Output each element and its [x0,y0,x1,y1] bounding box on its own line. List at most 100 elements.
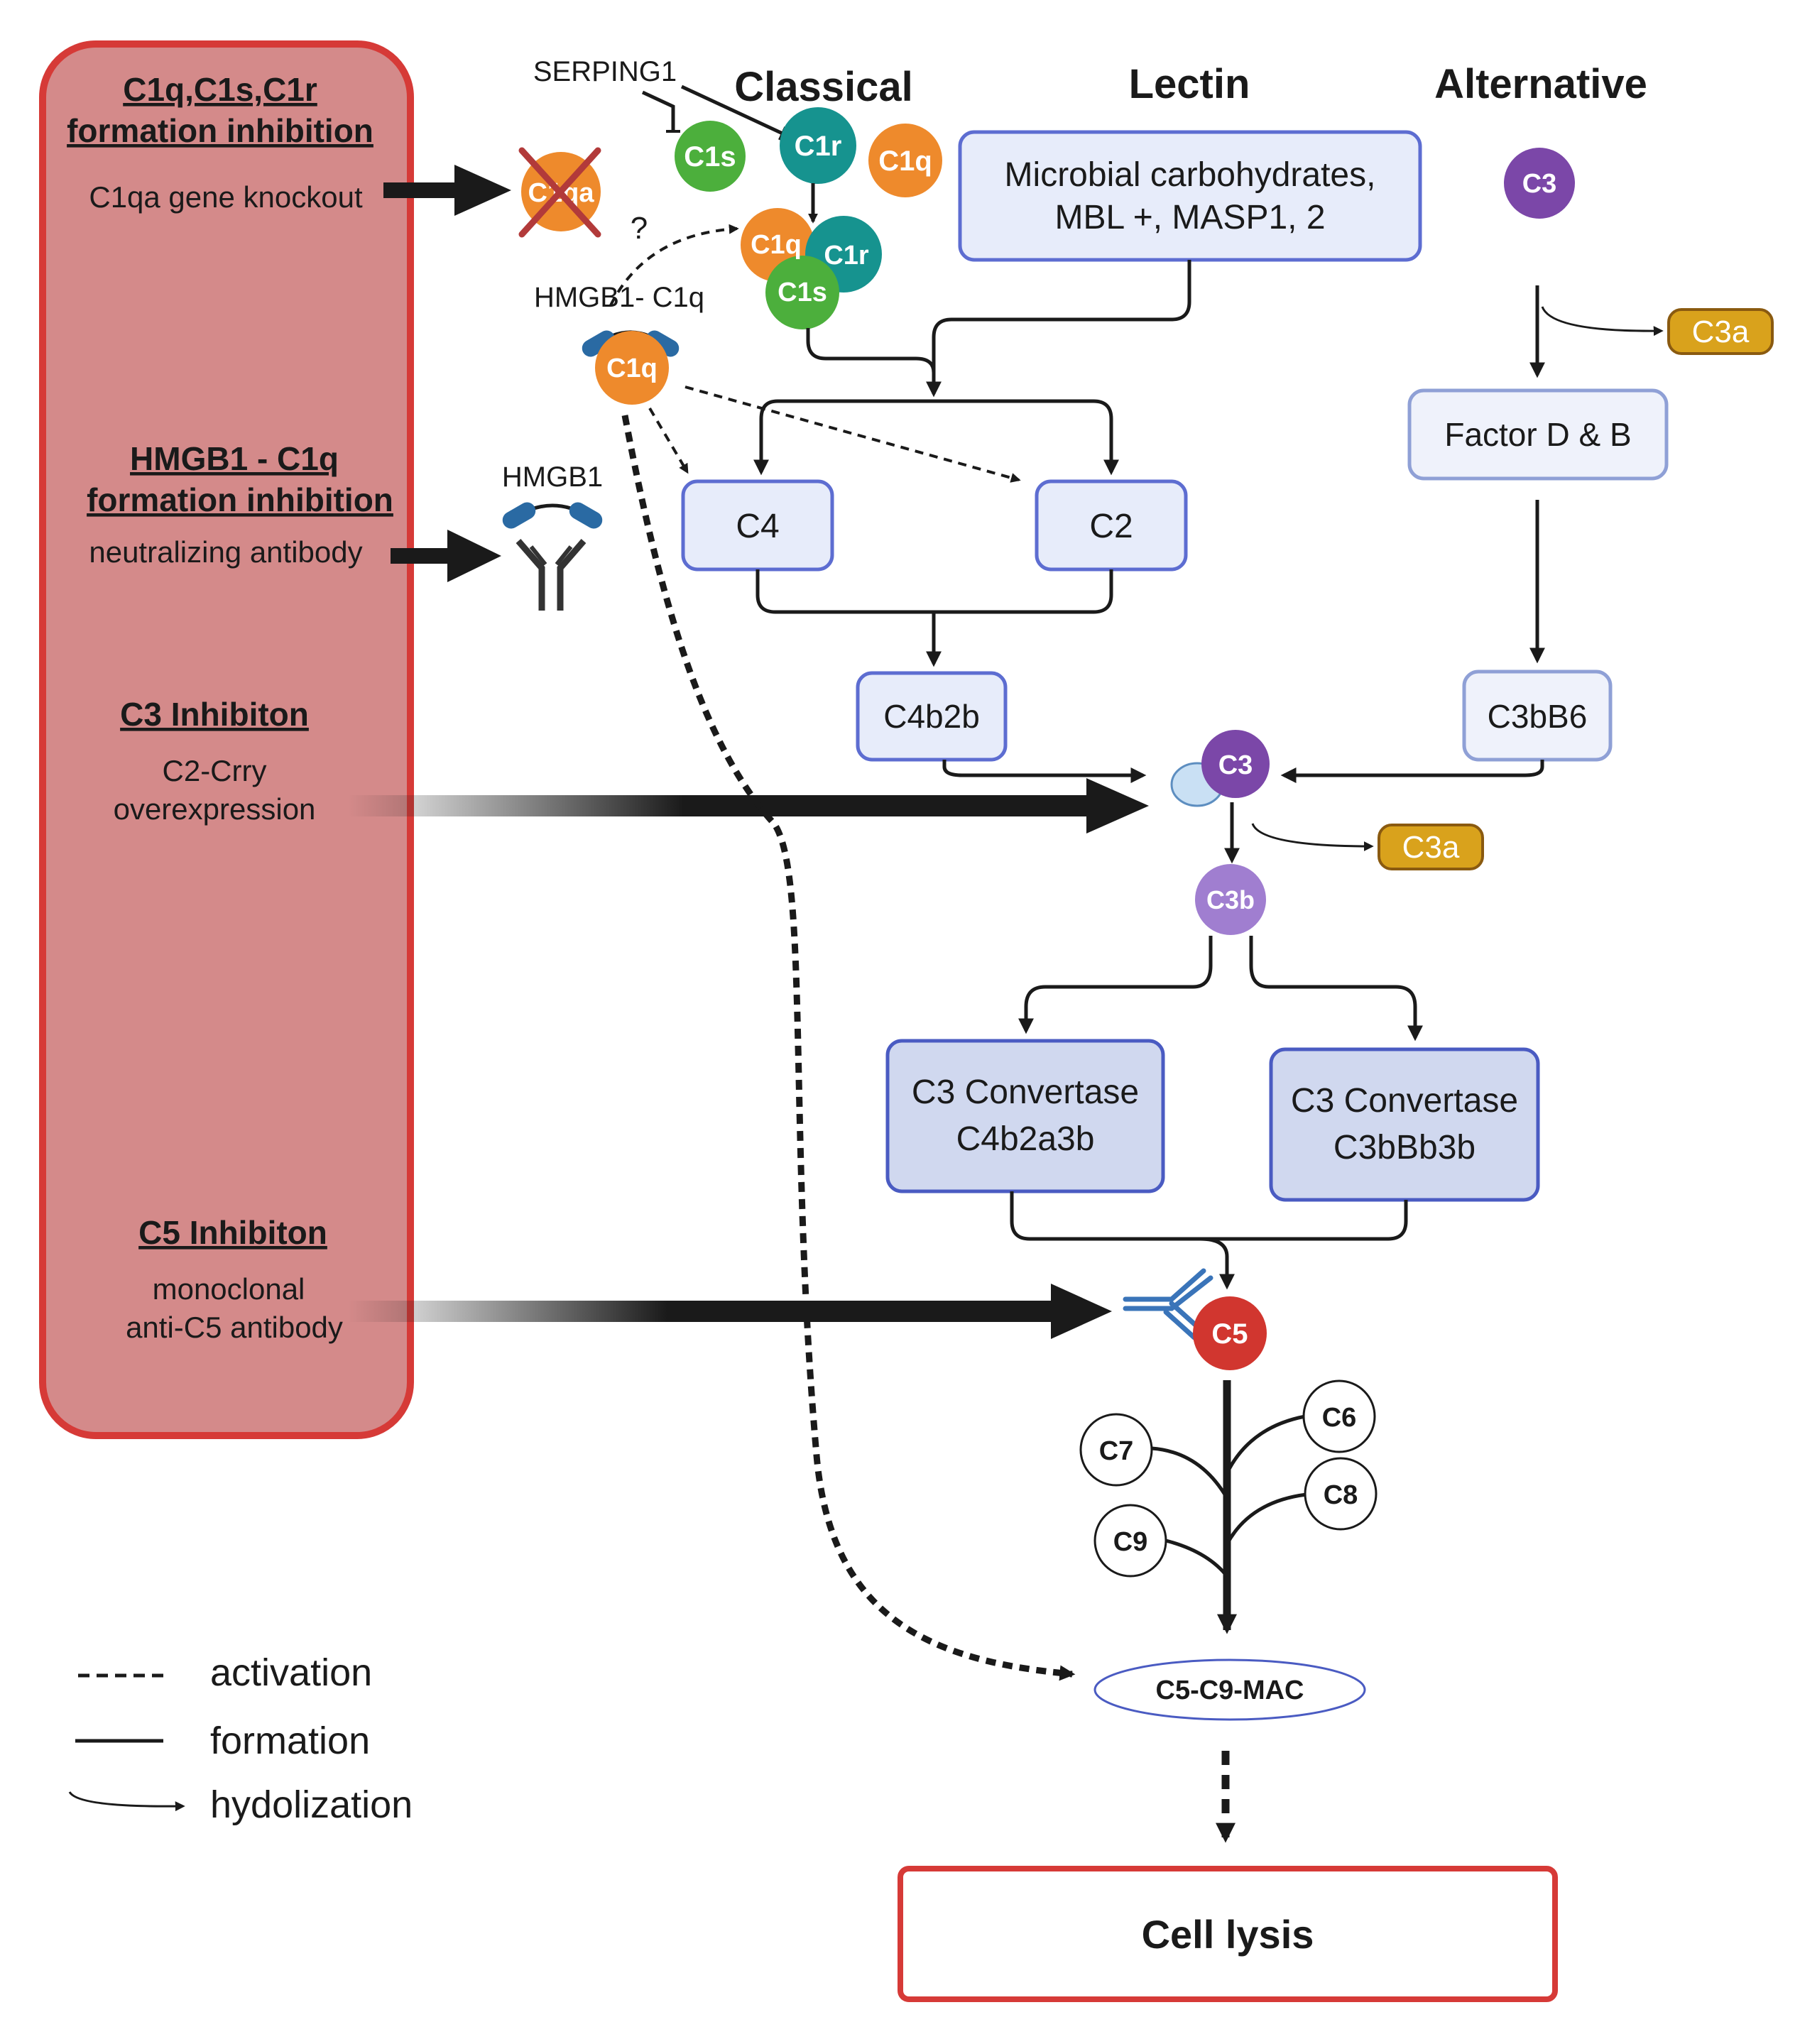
inhibition-panel [39,40,414,1439]
cell-lysis-label: Cell lysis [1142,1912,1314,1957]
c1s-icon [675,121,746,192]
alt-hydrolysis-curve [1541,306,1664,337]
legend-activation-label: activation [210,1651,372,1694]
c5-label: C5 [1211,1318,1248,1350]
factor-db-box [1407,388,1669,481]
alt-c3-label: C3 [1522,169,1557,199]
c8-branch [1225,1492,1307,1546]
c7-branch [1151,1446,1229,1499]
hmgb1c1q-to-c4-dashed [648,407,689,474]
legend-hydrolization-label: hydolization [210,1783,413,1826]
lectin-box-line1: Microbial carbohydrates, [1005,156,1376,194]
block3-title: C3 Inhibiton [120,696,309,733]
c3bb6-to-c3-arrow [1280,760,1544,783]
split-to-c2-line [934,399,1119,476]
mac-ellipse [1093,1658,1366,1721]
c6-branch [1225,1414,1306,1475]
inhibition-arrow-c5 [348,1284,1112,1339]
hmgb1-c1q-inner-label: C1q [606,354,658,383]
c3bb6-box [1462,670,1613,762]
block3-method-line1: C2-Crry [163,754,267,787]
complex-c1s-label: C1s [778,278,827,307]
inhibition-arrow-c1qa [383,165,511,216]
c3-convertase-c3bbb3b-box [1269,1047,1540,1202]
c1q-label: C1q [878,146,932,177]
central-hydrolysis-curve [1251,823,1374,851]
c8-label: C8 [1324,1480,1358,1510]
hmgb1-c1q-label: HMGB1- C1q [534,282,704,313]
factor-db-label: Factor D & B [1444,416,1631,453]
serping1-inhibit-c1s [641,90,680,133]
c3b-to-conv2-line [1249,936,1423,1042]
c2-box-label: C2 [1089,508,1133,545]
c9-icon [1093,1504,1167,1578]
c6-icon [1302,1379,1376,1453]
c3bb6-label: C3bB6 [1488,698,1588,735]
question-mark: ? [631,211,648,246]
central-c3-icon [1170,730,1270,807]
block4-title: C5 Inhibiton [138,1214,327,1251]
c1-complex [741,208,882,329]
mac-label: C5-C9-MAC [1156,1676,1304,1705]
c7-icon [1079,1413,1153,1487]
block1-method: C1qa gene knockout [89,180,363,214]
c3b-to-conv1-line [1018,936,1213,1034]
c9-label: C9 [1113,1527,1148,1557]
alt-c3-icon [1504,148,1575,219]
conv2-line2: C3bBb3b [1333,1129,1476,1166]
alt-c3a-badge [1667,308,1774,355]
lectin-box [958,130,1422,262]
complex-c1s-icon [765,256,839,329]
c1r-label: C1r [795,131,842,162]
header-lectin: Lectin [1129,61,1250,107]
c5-icon [1193,1296,1267,1370]
block4-method-line1: monoclonal [153,1272,305,1306]
split-to-c4-line [753,399,934,476]
alt-c3a-label: C3a [1692,315,1750,349]
c3-convertase-c4b2a3b-box [885,1039,1165,1193]
conv1-line2: C4b2a3b [956,1120,1095,1158]
hmgb1-to-c1-dashed-arrow [609,224,739,306]
conv1-line1: C3 Convertase [912,1073,1139,1111]
legend-hydrolization-swatch [68,1791,185,1812]
block4-method-line2: anti-C5 antibody [126,1311,343,1344]
hmgb1c1q-to-mac-dashed [621,415,1076,1681]
hmgb1-c1q-complex-icon [582,330,680,405]
serping1-label: SERPING1 [533,56,677,87]
c4b2b-to-c3-arrow [942,760,1147,783]
hmgb1-antibody-icon [502,502,603,611]
inhibition-arrow-c3 [348,778,1149,834]
block1-title-line1: C1q,C1s,C1r [123,71,317,108]
lectin-merge-line [932,260,1191,394]
c4b2b-box [856,671,1008,762]
block2-title-line2: formation inhibition [87,481,393,518]
lectin-box-line2: MBL +, MASP1, 2 [1054,199,1325,236]
complex-c1q-label: C1q [751,230,802,260]
complex-c1r-label: C1r [824,241,869,270]
c4b2b-box-label: C4b2b [883,698,980,735]
c3b-icon [1195,864,1266,935]
conv2-line1: C3 Convertase [1291,1082,1518,1120]
c1s-label: C1s [684,141,736,173]
central-c3-label: C3 [1218,750,1253,780]
block1-title-line2: formation inhibition [67,112,373,149]
c8-icon [1304,1457,1378,1531]
c6-label: C6 [1322,1403,1357,1433]
hmgb1-label: HMGB1 [502,461,603,493]
c1q-icon [868,124,942,197]
central-c3a-badge [1378,824,1484,870]
merge-to-c5-arrow [1199,1237,1235,1290]
c1r-icon [780,107,856,184]
hmgb1c1q-to-c2-dashed [684,386,1021,483]
block2-method: neutralizing antibody [89,535,362,569]
header-alternative: Alternative [1434,61,1647,107]
central-c3a-label: C3a [1402,830,1460,865]
block3-method-line2: overexpression [114,792,316,826]
c4-box-label: C4 [736,508,779,545]
legend-formation-label: formation [210,1720,370,1762]
knockout-cross-icon [518,147,601,238]
classical-merge-line [806,328,942,398]
header-classical: Classical [734,64,913,110]
serping1-inhibit-c1r [680,84,787,141]
